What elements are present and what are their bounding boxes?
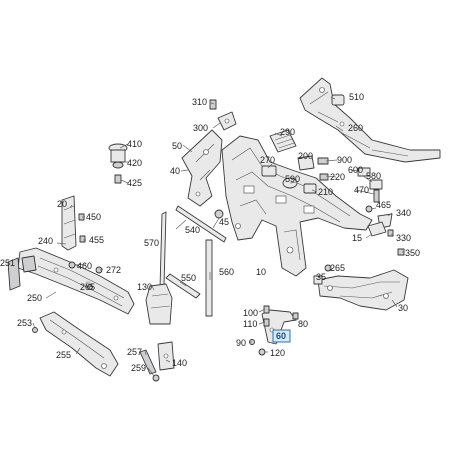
callout-455[interactable]: 455 [89, 235, 104, 245]
clip-part-265a[interactable] [324, 264, 332, 272]
seal-strip-part-570[interactable] [159, 211, 167, 289]
callout-340[interactable]: 340 [396, 208, 411, 218]
lower-cross-member-part-255[interactable] [39, 311, 119, 377]
callout-15[interactable]: 15 [352, 233, 362, 243]
callout-220[interactable]: 220 [330, 172, 345, 182]
buffer-part-410[interactable] [108, 143, 128, 184]
crash-beam-part-250[interactable] [17, 247, 135, 315]
bracket-part-270[interactable] [261, 165, 277, 177]
nut-part-259[interactable] [152, 374, 160, 382]
callout-465[interactable]: 465 [376, 200, 391, 210]
callout-290[interactable]: 290 [280, 127, 295, 137]
callout-540[interactable]: 540 [185, 225, 200, 235]
callout-350[interactable]: 350 [405, 248, 420, 258]
callout-50[interactable]: 50 [172, 141, 182, 151]
bracket-part-580[interactable] [369, 179, 383, 190]
callout-259[interactable]: 259 [131, 363, 146, 373]
bracket-part-300[interactable] [217, 111, 237, 131]
clip-part-220[interactable] [319, 173, 329, 181]
bracket-part-35[interactable] [313, 275, 323, 285]
bumper-support-part-20[interactable] [61, 195, 77, 251]
callout-257[interactable]: 257 [127, 347, 142, 357]
bolt-part-253[interactable] [32, 327, 38, 333]
bracket-part-210[interactable] [303, 183, 317, 194]
bolt-part-110[interactable] [263, 318, 270, 327]
callout-110[interactable]: 110 [243, 319, 257, 329]
callout-410[interactable]: 410 [127, 139, 142, 149]
bracket-part-600[interactable] [357, 167, 371, 177]
clip-part-455[interactable] [79, 235, 86, 243]
callout-210[interactable]: 210 [318, 187, 333, 197]
seal-strip-part-560[interactable] [205, 239, 213, 317]
callout-580[interactable]: 580 [366, 171, 381, 181]
callout-251[interactable]: 251 [0, 258, 15, 268]
callout-900[interactable]: 900 [337, 155, 352, 165]
callout-330[interactable]: 330 [396, 233, 411, 243]
nut-part-460[interactable] [68, 261, 76, 269]
bracket-part-140[interactable] [157, 341, 175, 371]
callout-100[interactable]: 100 [243, 308, 258, 318]
callout-300[interactable]: 300 [193, 123, 208, 133]
callout-560[interactable]: 560 [219, 267, 234, 277]
callout-10[interactable]: 10 [256, 267, 266, 277]
callout-200[interactable]: 200 [298, 151, 313, 161]
clip-part-510[interactable] [331, 94, 345, 106]
end-cap-part-251[interactable] [7, 257, 21, 291]
callout-35[interactable]: 35 [316, 272, 326, 282]
callout-425[interactable]: 425 [127, 178, 142, 188]
callout-460[interactable]: 460 [77, 261, 92, 271]
callout-590[interactable]: 590 [285, 174, 300, 184]
callout-45[interactable]: 45 [219, 217, 229, 227]
callout-470[interactable]: 470 [354, 185, 369, 195]
screw-part-310[interactable] [209, 99, 217, 110]
callout-130[interactable]: 130 [137, 282, 152, 292]
highlighted-callout-label: 60 [276, 331, 286, 341]
bolt-part-330[interactable] [387, 229, 394, 237]
callout-80[interactable]: 80 [298, 319, 308, 329]
clip-part-272[interactable] [95, 266, 103, 274]
bolt-part-257[interactable] [139, 349, 157, 375]
callout-40[interactable]: 40 [170, 166, 180, 176]
seal-strip-part-540[interactable] [175, 205, 227, 243]
callout-140[interactable]: 140 [172, 358, 187, 368]
callout-255[interactable]: 255 [56, 350, 71, 360]
air-duct-part-130[interactable] [145, 283, 173, 325]
front-module-carrier-part[interactable] [221, 135, 373, 277]
callout-labels: 310 300 510 260 290 410 50 420 425 40 27… [0, 92, 420, 373]
callout-510[interactable]: 510 [349, 92, 364, 102]
callout-450[interactable]: 450 [86, 212, 101, 222]
callout-90[interactable]: 90 [236, 338, 246, 348]
callout-272[interactable]: 272 [106, 265, 121, 275]
callout-265[interactable]: 265 [330, 263, 345, 273]
callout-30[interactable]: 30 [398, 303, 408, 313]
lower-bracket-part-30[interactable] [317, 269, 409, 311]
highlighted-callout-60[interactable]: 60 [272, 329, 291, 343]
grille-part-290[interactable] [269, 129, 297, 153]
callout-260[interactable]: 260 [348, 123, 363, 133]
upper-rail-part[interactable] [299, 77, 441, 163]
callout-550[interactable]: 550 [181, 273, 196, 283]
bracket-part-200[interactable] [297, 155, 315, 171]
callout-265[interactable]: 265 [80, 282, 95, 292]
callout-250[interactable]: 250 [27, 293, 42, 303]
callout-570[interactable]: 570 [144, 238, 159, 248]
mount-bracket-part-60[interactable] [261, 309, 297, 345]
callout-600[interactable]: 600 [348, 165, 363, 175]
headlamp-bracket-part-40[interactable] [181, 129, 223, 207]
callout-310[interactable]: 310 [192, 97, 207, 107]
leader-lines [32, 96, 404, 377]
bracket-part-15[interactable] [367, 221, 387, 237]
callout-253[interactable]: 253 [17, 318, 32, 328]
bolt-part-470[interactable] [373, 189, 380, 203]
callout-120[interactable]: 120 [270, 348, 285, 358]
callout-420[interactable]: 420 [127, 158, 142, 168]
seal-strip-part-550[interactable] [165, 273, 201, 299]
callout-20[interactable]: 20 [57, 199, 67, 209]
callout-270[interactable]: 270 [260, 155, 275, 165]
callout-240[interactable]: 240 [38, 236, 53, 246]
